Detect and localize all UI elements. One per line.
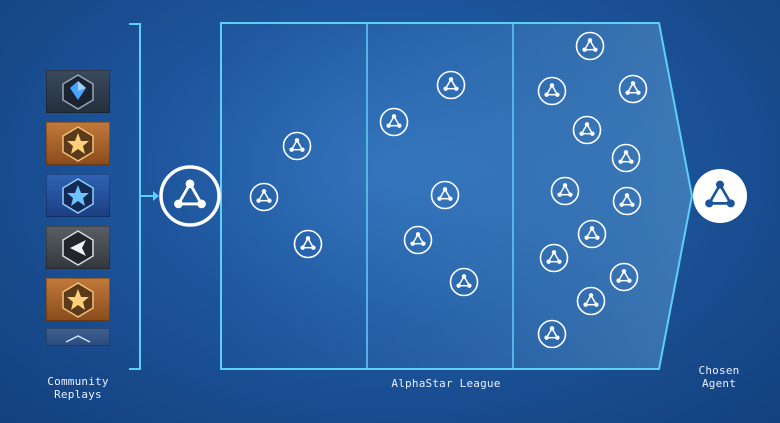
league-agent-icon: [612, 186, 642, 216]
gold-badge-icon: [62, 282, 94, 318]
chosen-label-line2: Agent: [701, 377, 737, 390]
partial-badge-bottom: [46, 328, 110, 346]
league-agent-icon: [539, 243, 569, 273]
league-agent-icon: [293, 229, 323, 259]
gold-rank-badge-2: [46, 278, 110, 321]
league-agent-icon: [618, 74, 648, 104]
league-agent-icon: [577, 219, 607, 249]
league-agent-icon: [537, 76, 567, 106]
silver-rank-badge: [46, 226, 110, 269]
league-agent-icon: [609, 262, 639, 292]
league-agent-icon: [575, 31, 605, 61]
gold-rank-badge: [46, 122, 110, 165]
community-label-line1: Community: [47, 375, 109, 388]
replays-bracket: [129, 23, 141, 370]
league-agent-icon: [282, 131, 312, 161]
gold-badge-icon: [62, 126, 94, 162]
league-agent-icon: [550, 176, 580, 206]
alphastar-league-label: AlphaStar League: [391, 377, 501, 390]
community-label-line2: Replays: [54, 388, 102, 401]
chosen-label-line1: Chosen: [698, 364, 740, 377]
diamond-rank-badge: [46, 70, 110, 113]
league-agent-icon: [436, 70, 466, 100]
platinum-badge-icon: [62, 178, 94, 214]
silver-badge-icon: [62, 230, 94, 266]
league-agent-icon: [249, 182, 279, 212]
partial-badge-icon: [65, 335, 91, 343]
arrow-right-icon: [139, 191, 159, 201]
diamond-badge-icon: [62, 74, 94, 110]
league-agent-icon: [379, 107, 409, 137]
league-agent-icon: [449, 267, 479, 297]
league-agent-icon: [611, 143, 641, 173]
league-agent-icon: [537, 319, 567, 349]
chosen-agent-icon: [693, 169, 747, 223]
community-replays-label: Community Replays: [30, 375, 126, 401]
input-agent-icon: [159, 165, 221, 227]
league-agent-icon: [430, 180, 460, 210]
league-agent-icon: [572, 115, 602, 145]
platinum-rank-badge: [46, 174, 110, 217]
chosen-agent-label: Chosen Agent: [684, 364, 754, 390]
league-agent-icon: [576, 286, 606, 316]
league-agent-icon: [403, 225, 433, 255]
community-replays-column: [46, 48, 110, 346]
alphastar-league-box: [220, 22, 694, 370]
